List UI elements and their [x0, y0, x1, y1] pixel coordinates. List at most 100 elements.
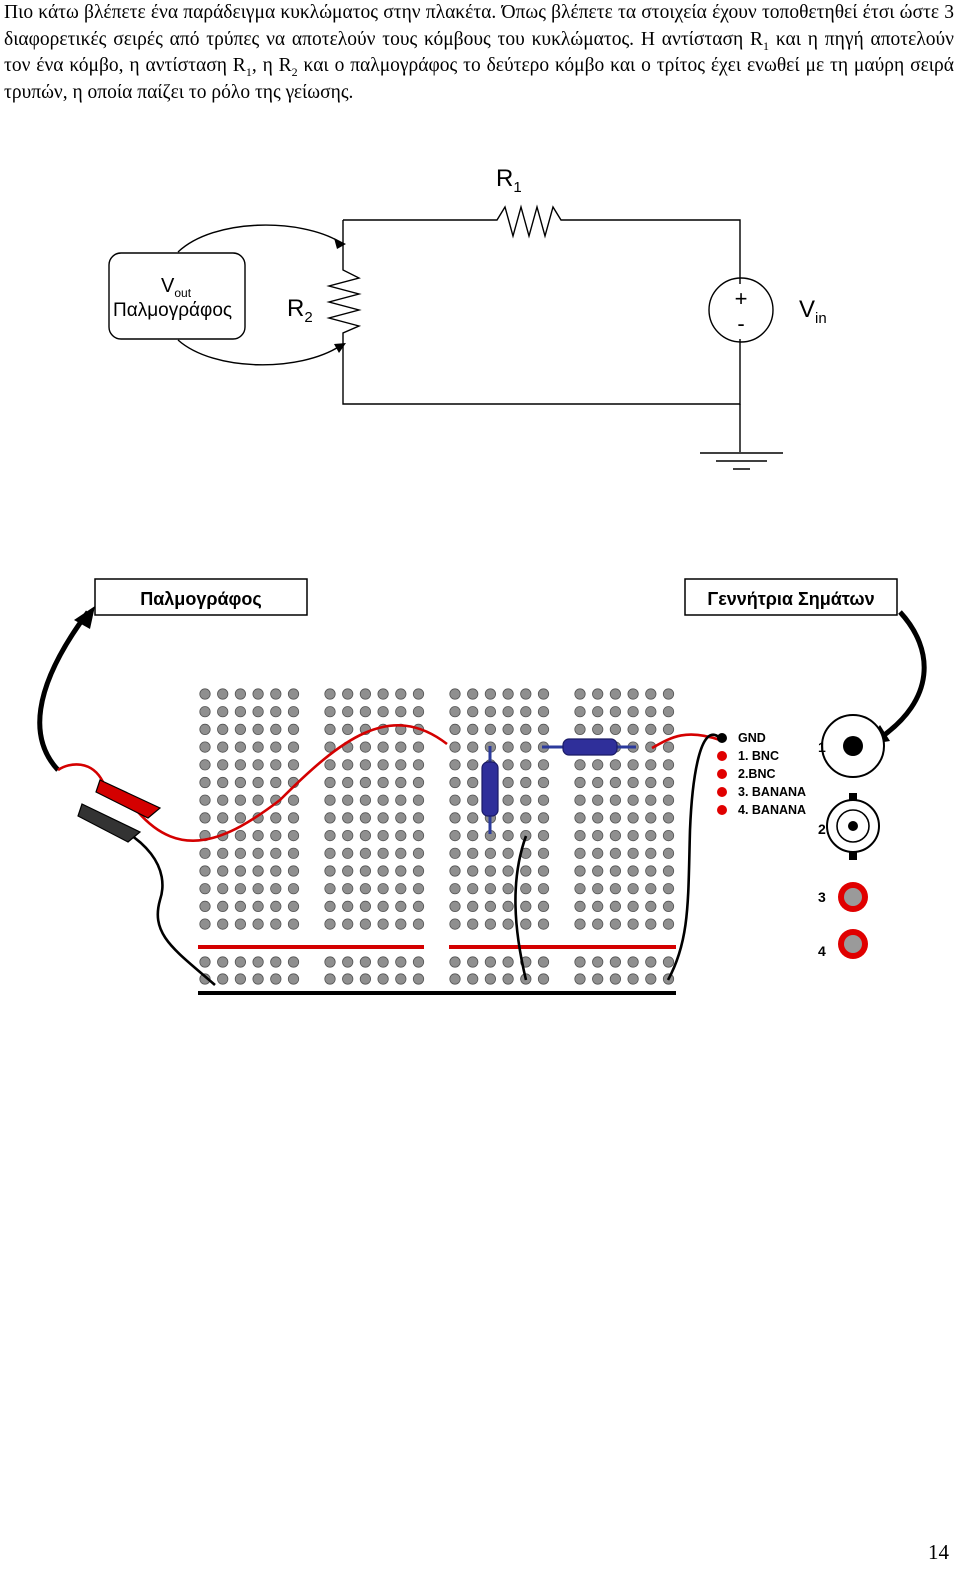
breadboard-hole — [324, 741, 336, 753]
breadboard-hole — [502, 973, 514, 985]
breadboard-hole — [359, 900, 371, 913]
breadboard-hole — [234, 900, 246, 913]
output2-label: 2.BNC — [738, 767, 776, 781]
breadboard-hole — [324, 776, 336, 789]
breadboard-hole — [412, 812, 425, 824]
breadboard-hole — [627, 723, 639, 736]
breadboard-hole — [662, 847, 675, 859]
breadboard-hole — [412, 883, 425, 895]
breadboard-hole — [270, 865, 282, 877]
breadboard-hole — [324, 688, 336, 700]
breadboard-hole — [645, 865, 657, 877]
breadboard-hole — [199, 865, 211, 877]
vout-label: Vout — [161, 275, 192, 300]
scope-cable — [37, 610, 91, 772]
breadboard-hole — [645, 829, 657, 842]
breadboard-hole — [520, 918, 532, 930]
breadboard-hole — [502, 794, 514, 806]
breadboard-hole — [359, 918, 371, 930]
breadboard-hole — [287, 759, 300, 771]
breadboard-hole — [662, 829, 675, 842]
breadboard-hole — [359, 973, 371, 985]
breadboard-hole — [395, 759, 407, 771]
intro-sub-3: 2 — [291, 64, 298, 79]
breadboard-hole — [412, 759, 425, 771]
breadboard-hole — [324, 847, 336, 859]
breadboard-hole — [645, 776, 657, 789]
breadboard-hole — [217, 847, 229, 859]
gnd-label: GND — [738, 731, 766, 745]
breadboard-hole — [484, 973, 496, 985]
breadboard-hole — [537, 847, 550, 859]
breadboard-hole — [270, 723, 282, 736]
breadboard-hole — [395, 741, 407, 753]
breadboard-hole — [412, 829, 425, 842]
breadboard-hole — [324, 900, 336, 913]
scope-symbol-box — [108, 252, 246, 340]
breadboard-hole — [217, 900, 229, 913]
breadboard-hole — [324, 706, 336, 718]
breadboard-hole — [574, 956, 586, 968]
breadboard-hole — [199, 812, 211, 824]
breadboard-hole — [574, 900, 586, 913]
breadboard-hole — [412, 956, 425, 968]
breadboard-hole — [342, 956, 354, 968]
breadboard-hole — [467, 918, 479, 930]
breadboard-hole — [234, 723, 246, 736]
breadboard-hole — [520, 829, 532, 842]
breadboard-hole — [627, 847, 639, 859]
breadboard-hole — [609, 759, 622, 771]
breadboard-hole — [484, 847, 496, 859]
breadboard-hole — [592, 973, 604, 985]
breadboard-hole — [484, 883, 496, 895]
breadboard-hole — [342, 776, 354, 789]
breadboard-hole — [592, 956, 604, 968]
breadboard-hole — [377, 883, 389, 895]
breadboard-hole — [592, 794, 604, 806]
intro-paragraph: Πιο κάτω βλέπετε ένα παράδειγμα κυκλώματ… — [4, 0, 954, 106]
breadboard-hole — [609, 723, 622, 736]
breadboard-hole — [520, 794, 532, 806]
breadboard-hole — [645, 918, 657, 930]
output4-label: 4. BANANA — [738, 803, 806, 817]
resistor-r2 — [481, 761, 499, 817]
breadboard-hole — [377, 829, 389, 842]
breadboard-hole — [484, 723, 496, 736]
breadboard-hole — [377, 688, 389, 700]
output4-dot — [717, 805, 727, 815]
breadboard-hole — [217, 723, 229, 736]
breadboard-hole — [252, 723, 264, 736]
breadboard-hole — [609, 776, 622, 789]
breadboard-hole — [662, 883, 675, 895]
breadboard-hole — [449, 900, 461, 913]
breadboard-hole — [217, 706, 229, 718]
generator-box-label: Γεννήτρια Σημάτων — [707, 589, 874, 609]
breadboard-hole — [217, 759, 229, 771]
breadboard-hole — [537, 688, 550, 700]
breadboard-hole — [449, 865, 461, 877]
vin-label: Vin — [799, 296, 827, 327]
breadboard-hole — [662, 812, 675, 824]
breadboard-hole — [537, 723, 550, 736]
breadboard-hole — [537, 973, 550, 985]
breadboard-hole — [287, 706, 300, 718]
breadboard-hole — [377, 812, 389, 824]
scope-box — [94, 578, 308, 616]
breadboard-hole — [234, 973, 246, 985]
breadboard-hole — [412, 847, 425, 859]
breadboard-hole — [627, 776, 639, 789]
breadboard-hole — [609, 865, 622, 877]
breadboard-hole — [662, 918, 675, 930]
breadboard-hole — [449, 741, 461, 753]
breadboard-hole — [199, 794, 211, 806]
breadboard-hole — [537, 794, 550, 806]
breadboard-hole — [199, 900, 211, 913]
breadboard-hole — [467, 688, 479, 700]
breadboard-hole — [377, 900, 389, 913]
r1-label: R1 — [496, 165, 522, 196]
breadboard-hole — [395, 706, 407, 718]
schematic-wire-left — [326, 220, 741, 405]
breadboard-hole — [627, 759, 639, 771]
breadboard-hole — [377, 918, 389, 930]
breadboard-hole — [395, 865, 407, 877]
